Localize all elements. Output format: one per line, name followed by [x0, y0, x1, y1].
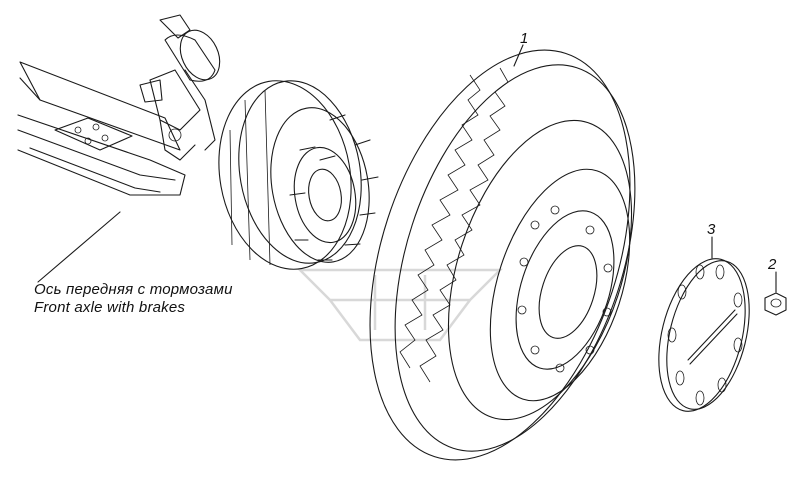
callout-cap: 3	[707, 221, 716, 238]
wheel-studs	[289, 114, 379, 261]
axle-leader-line	[37, 211, 121, 283]
tire-leader-line	[513, 44, 524, 67]
axle-caption-en: Front axle with brakes	[34, 299, 186, 316]
axle-beam	[17, 61, 186, 196]
axle-caption-ru: Ось передняя с тормозами	[34, 281, 233, 298]
tire-assembly	[369, 49, 636, 461]
brake-drum-hub	[218, 80, 379, 270]
cap-vent-holes	[667, 264, 743, 406]
rim-bolt-holes	[517, 205, 613, 373]
callout-tire: 1	[520, 30, 529, 47]
steering-knuckle	[139, 14, 221, 161]
watermark	[296, 268, 504, 342]
wheel-nut	[764, 292, 787, 316]
hub-cap	[658, 258, 750, 412]
callout-nut: 2	[768, 256, 777, 273]
